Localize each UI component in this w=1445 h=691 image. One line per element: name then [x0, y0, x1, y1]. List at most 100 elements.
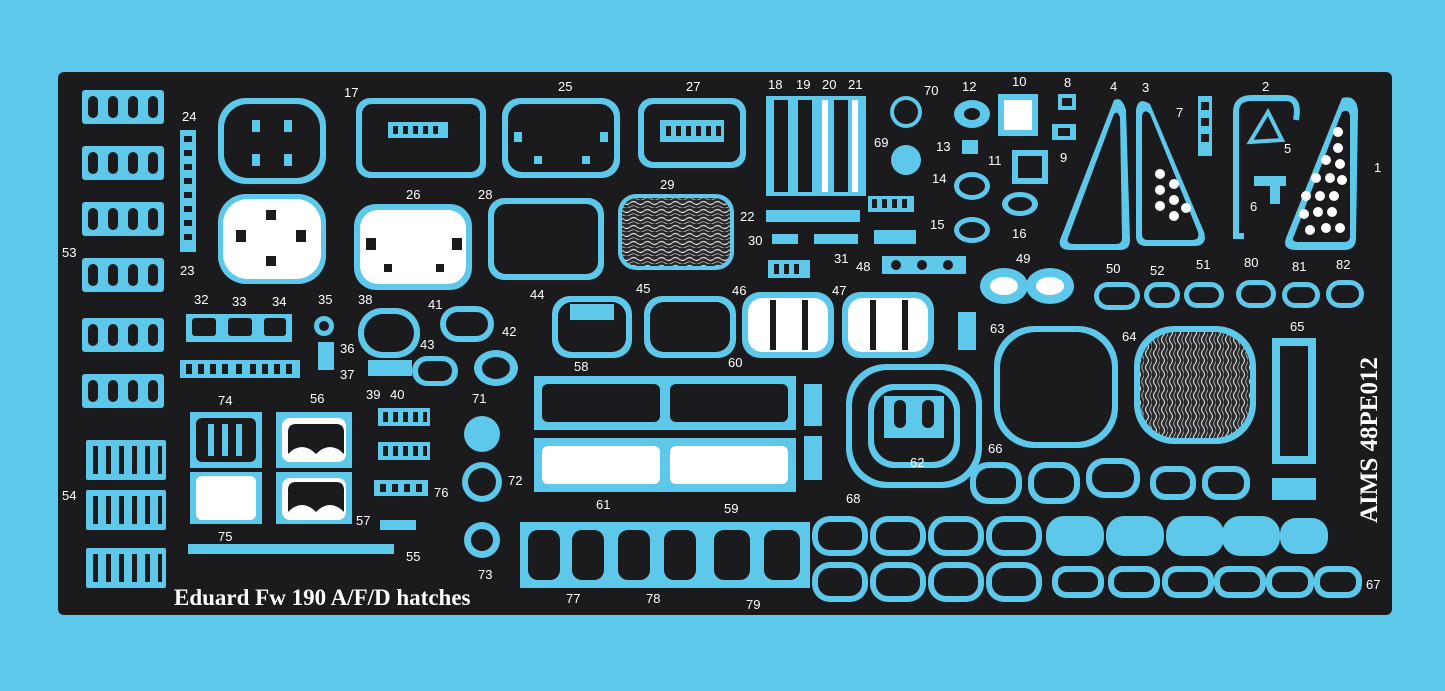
label-77: 77 — [566, 591, 580, 606]
parts-74-75 — [190, 412, 262, 524]
part-4-triangle — [1059, 99, 1130, 250]
label-22: 22 — [740, 209, 754, 224]
label-51: 51 — [1196, 257, 1210, 272]
label-40: 40 — [390, 387, 404, 402]
label-30: 30 — [748, 233, 762, 248]
parts-58-61-plates — [534, 376, 822, 492]
label-17: 17 — [344, 85, 358, 100]
label-11: 11 — [988, 153, 1002, 168]
label-14: 14 — [932, 171, 946, 186]
part-55-strip — [188, 544, 394, 554]
label-4: 4 — [1110, 79, 1117, 94]
hatch-upper-left — [218, 98, 326, 184]
label-65: 65 — [1290, 319, 1304, 334]
label-49: 49 — [1016, 251, 1030, 266]
part-44-frame — [552, 296, 632, 358]
label-64: 64 — [1122, 329, 1136, 344]
part-49-pair — [980, 268, 1074, 304]
label-72: 72 — [508, 473, 522, 488]
label-61: 61 — [596, 497, 610, 512]
part-47-hatch — [842, 292, 934, 358]
label-3: 3 — [1142, 80, 1149, 95]
label-75: 75 — [218, 529, 232, 544]
parts-77-79 — [520, 522, 810, 588]
label-81: 81 — [1292, 259, 1306, 274]
part-27-frame — [638, 98, 746, 168]
label-53: 53 — [62, 245, 76, 260]
label-7: 7 — [1176, 105, 1183, 120]
label-26: 26 — [406, 187, 420, 202]
part-63 — [958, 312, 976, 350]
label-45: 45 — [636, 281, 650, 296]
label-24: 24 — [182, 109, 196, 124]
label-60: 60 — [728, 355, 742, 370]
label-2: 2 — [1262, 79, 1269, 94]
fret-title: Eduard Fw 190 A/F/D hatches — [174, 585, 471, 610]
label-41: 41 — [428, 297, 442, 312]
label-9: 9 — [1060, 150, 1067, 165]
label-57: 57 — [356, 513, 370, 528]
label-23: 23 — [180, 263, 194, 278]
product-code: AIMS 48PE012 — [1356, 357, 1383, 523]
label-32: 32 — [194, 292, 208, 307]
label-67: 67 — [1366, 577, 1380, 592]
label-50: 50 — [1106, 261, 1120, 276]
parts-2-5-6 — [1233, 95, 1300, 239]
label-38: 38 — [358, 292, 372, 307]
label-37: 37 — [340, 367, 354, 382]
label-54: 54 — [62, 488, 76, 503]
part-3-triangle — [1136, 101, 1205, 246]
part-28-frame — [488, 198, 604, 280]
label-58: 58 — [574, 359, 588, 374]
label-71: 71 — [472, 391, 486, 406]
label-15: 15 — [930, 217, 944, 232]
label-13: 13 — [936, 139, 950, 154]
part-76-strip — [374, 480, 428, 496]
part-65-frame — [1272, 338, 1316, 500]
label-76: 76 — [434, 485, 448, 500]
label-47: 47 — [832, 283, 846, 298]
label-29: 29 — [660, 177, 674, 192]
label-27: 27 — [686, 79, 700, 94]
label-70: 70 — [924, 83, 938, 98]
label-12: 12 — [962, 79, 976, 94]
part-number-labels: 1 2 3 4 5 6 7 8 9 10 11 12 13 14 15 16 1… — [62, 74, 1381, 612]
label-46: 46 — [732, 283, 746, 298]
label-39: 39 — [366, 387, 380, 402]
label-62: 62 — [910, 455, 924, 470]
part-45-hatch — [644, 296, 736, 358]
label-28: 28 — [478, 187, 492, 202]
label-44: 44 — [530, 287, 544, 302]
label-5: 5 — [1284, 141, 1291, 156]
label-48: 48 — [856, 259, 870, 274]
label-56: 56 — [310, 391, 324, 406]
label-10: 10 — [1012, 74, 1026, 89]
part-57-tab — [380, 520, 416, 530]
label-1: 1 — [1374, 160, 1381, 175]
label-21: 21 — [848, 77, 862, 92]
label-16: 16 — [1012, 226, 1026, 241]
part-17-frame — [356, 98, 486, 178]
label-69: 69 — [874, 135, 888, 150]
label-43: 43 — [420, 337, 434, 352]
label-52: 52 — [1150, 263, 1164, 278]
label-82: 82 — [1336, 257, 1350, 272]
label-78: 78 — [646, 591, 660, 606]
part-62-hatch — [846, 364, 982, 488]
label-66: 66 — [988, 441, 1002, 456]
label-73: 73 — [478, 567, 492, 582]
label-80: 80 — [1244, 255, 1258, 270]
label-31: 31 — [834, 251, 848, 266]
parts-69-70-discs — [890, 96, 922, 175]
label-33: 33 — [232, 294, 246, 309]
label-19: 19 — [796, 77, 810, 92]
part-53-pedal-set — [82, 90, 164, 408]
hatch-lower-left-white — [218, 194, 326, 284]
part-25-hatch — [502, 98, 620, 178]
label-25: 25 — [558, 79, 572, 94]
label-8: 8 — [1064, 75, 1071, 90]
label-55: 55 — [406, 549, 420, 564]
label-68: 68 — [846, 491, 860, 506]
label-59: 59 — [724, 501, 738, 516]
